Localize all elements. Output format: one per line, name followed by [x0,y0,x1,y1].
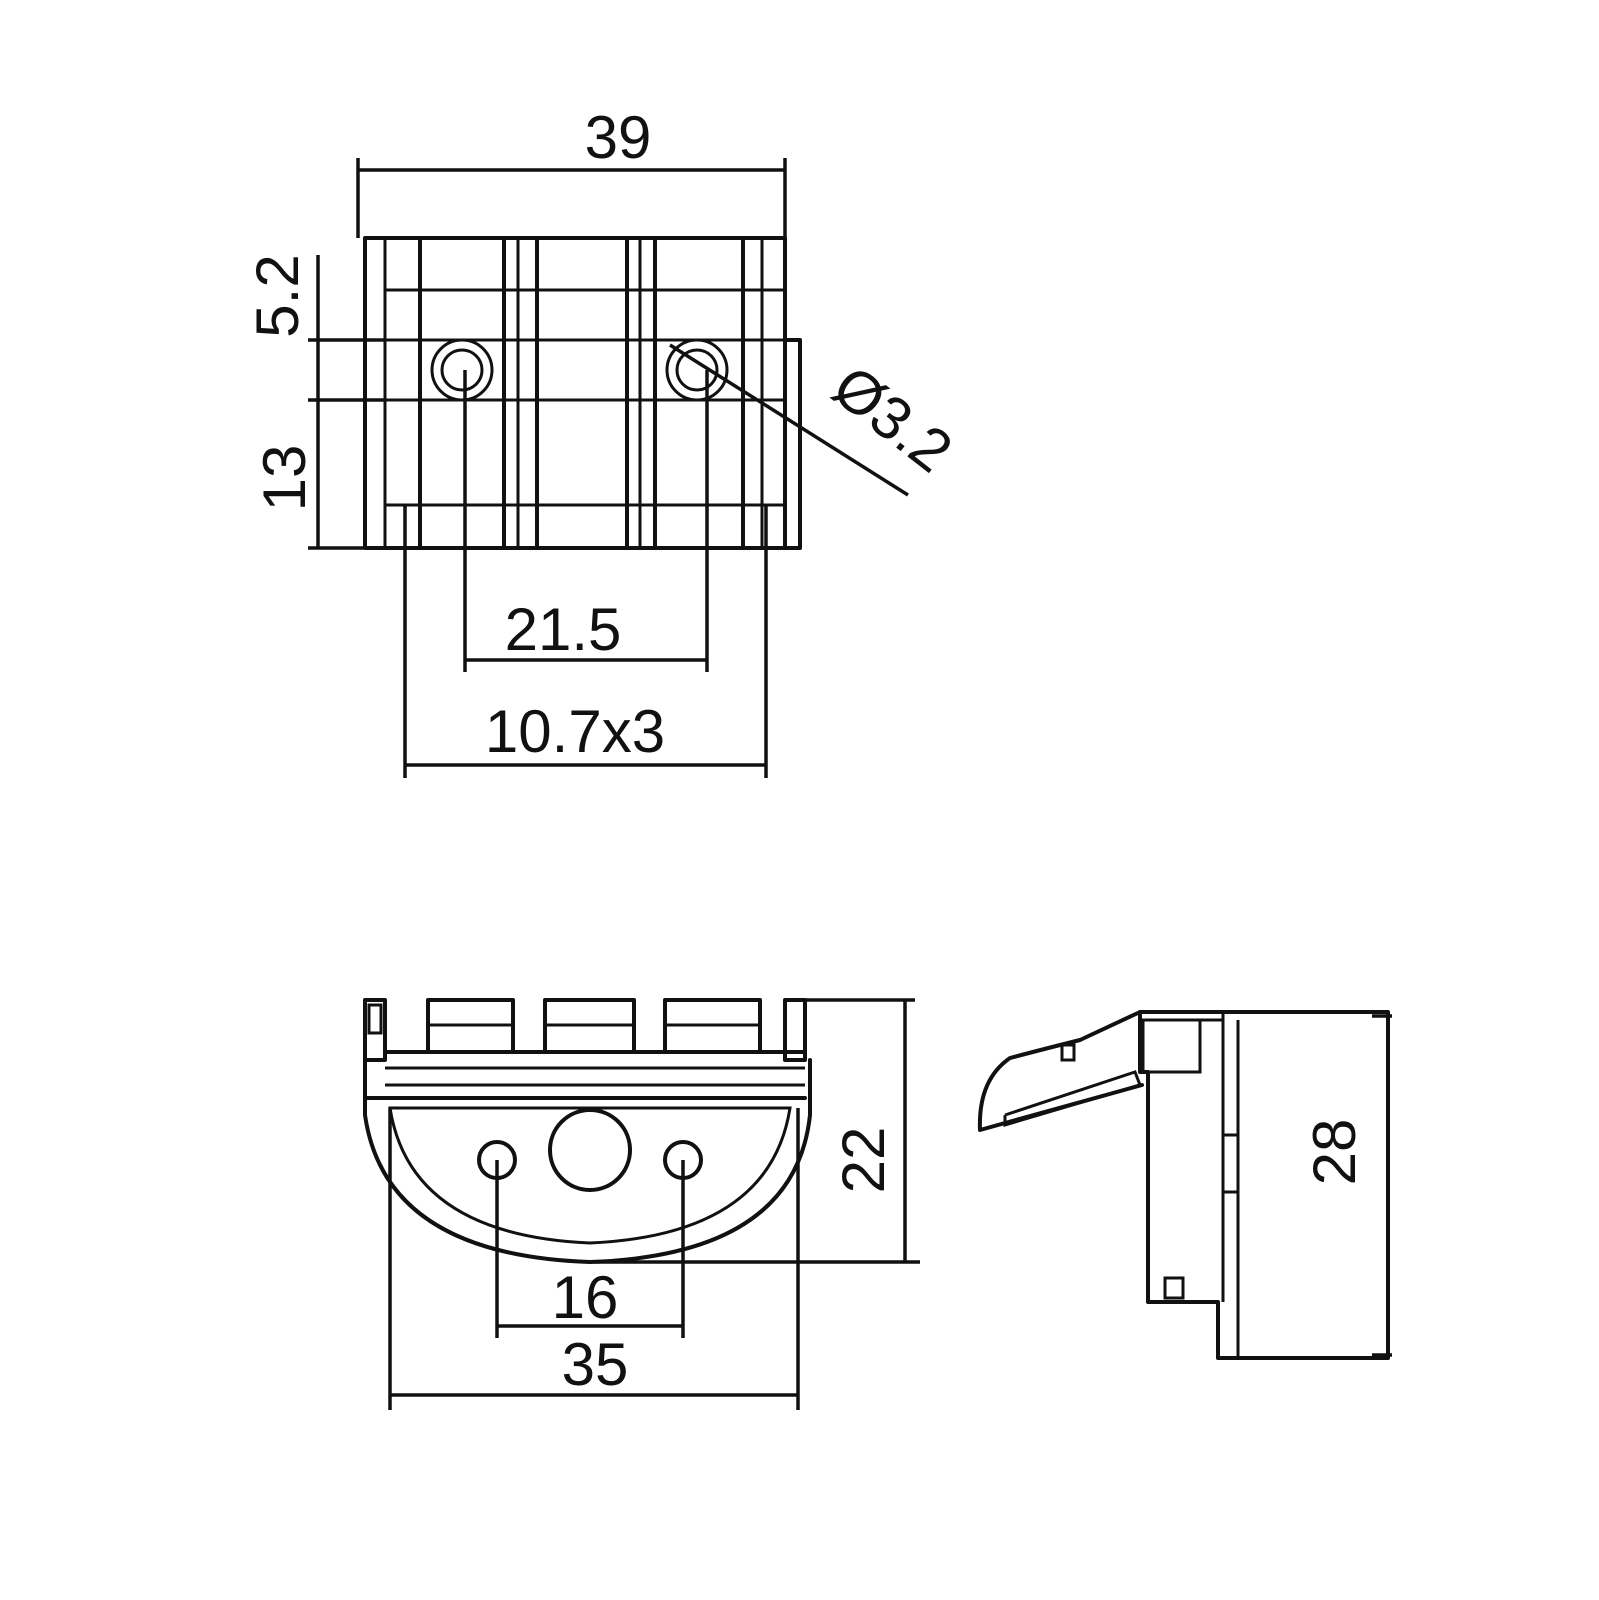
dim-hole-spacing-label: 21.5 [505,596,622,663]
front-view [363,998,812,1264]
dim-body-height-label: 13 [251,445,318,512]
dim-hole-diameter-label: Ø3.2 [821,352,965,485]
top-view-fin-1 [418,236,506,550]
dim-tab-height-label: 5.2 [244,254,311,337]
top-view [363,236,802,550]
center-hole-icon [548,1108,632,1192]
front-view-dimensions: 22 16 35 [388,998,920,1410]
top-view-fin-2 [535,236,629,550]
top-view-fin-3 [653,236,745,550]
screw-hole-right-icon [665,338,729,402]
dim-front-height-label: 22 [830,1127,897,1194]
dim-pitch-label: 10.7x3 [485,698,665,765]
side-view-dimensions: 28 [1301,1012,1392,1358]
dim-overall-width-label: 39 [585,104,652,171]
side-view-flap [977,1010,1144,1132]
dim-front-hole-spacing-label: 16 [552,1264,619,1331]
front-view-body [363,1058,812,1264]
screw-hole-left-icon [430,338,494,402]
dim-side-height-label: 28 [1301,1119,1368,1186]
top-view-outline [363,236,787,550]
dim-front-width-label: 35 [562,1331,629,1398]
top-view-dimensions: 39 5.2 13 21.5 10.7x3 Ø3.2 [244,104,964,778]
